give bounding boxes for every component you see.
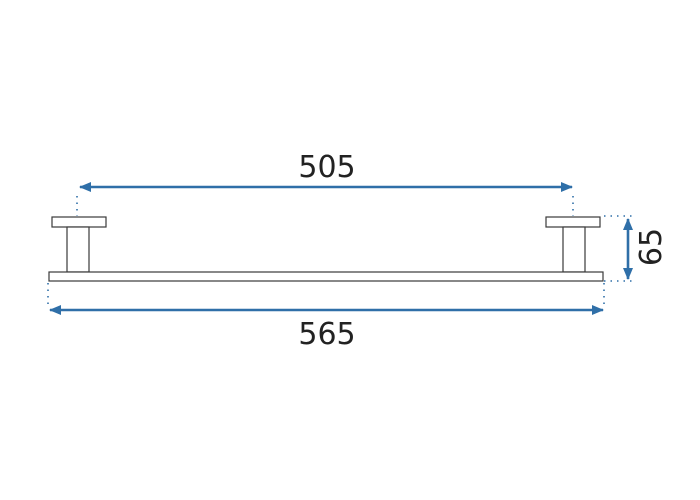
left-mounting-plate [51,216,107,228]
bracket-span-label: 505 [298,150,355,185]
towel-bar [48,216,604,282]
bracket-span-dimension: 505 [79,150,573,192]
left-post [66,226,90,273]
overall-length-label: 565 [298,317,355,352]
depth-dimension: 65 [623,218,669,280]
extension-lines [47,196,634,304]
bar-rail [48,271,604,282]
depth-label: 65 [634,228,669,266]
right-mounting-plate [545,216,601,228]
right-post [562,226,586,273]
overall-length-dimension: 565 [49,305,604,352]
